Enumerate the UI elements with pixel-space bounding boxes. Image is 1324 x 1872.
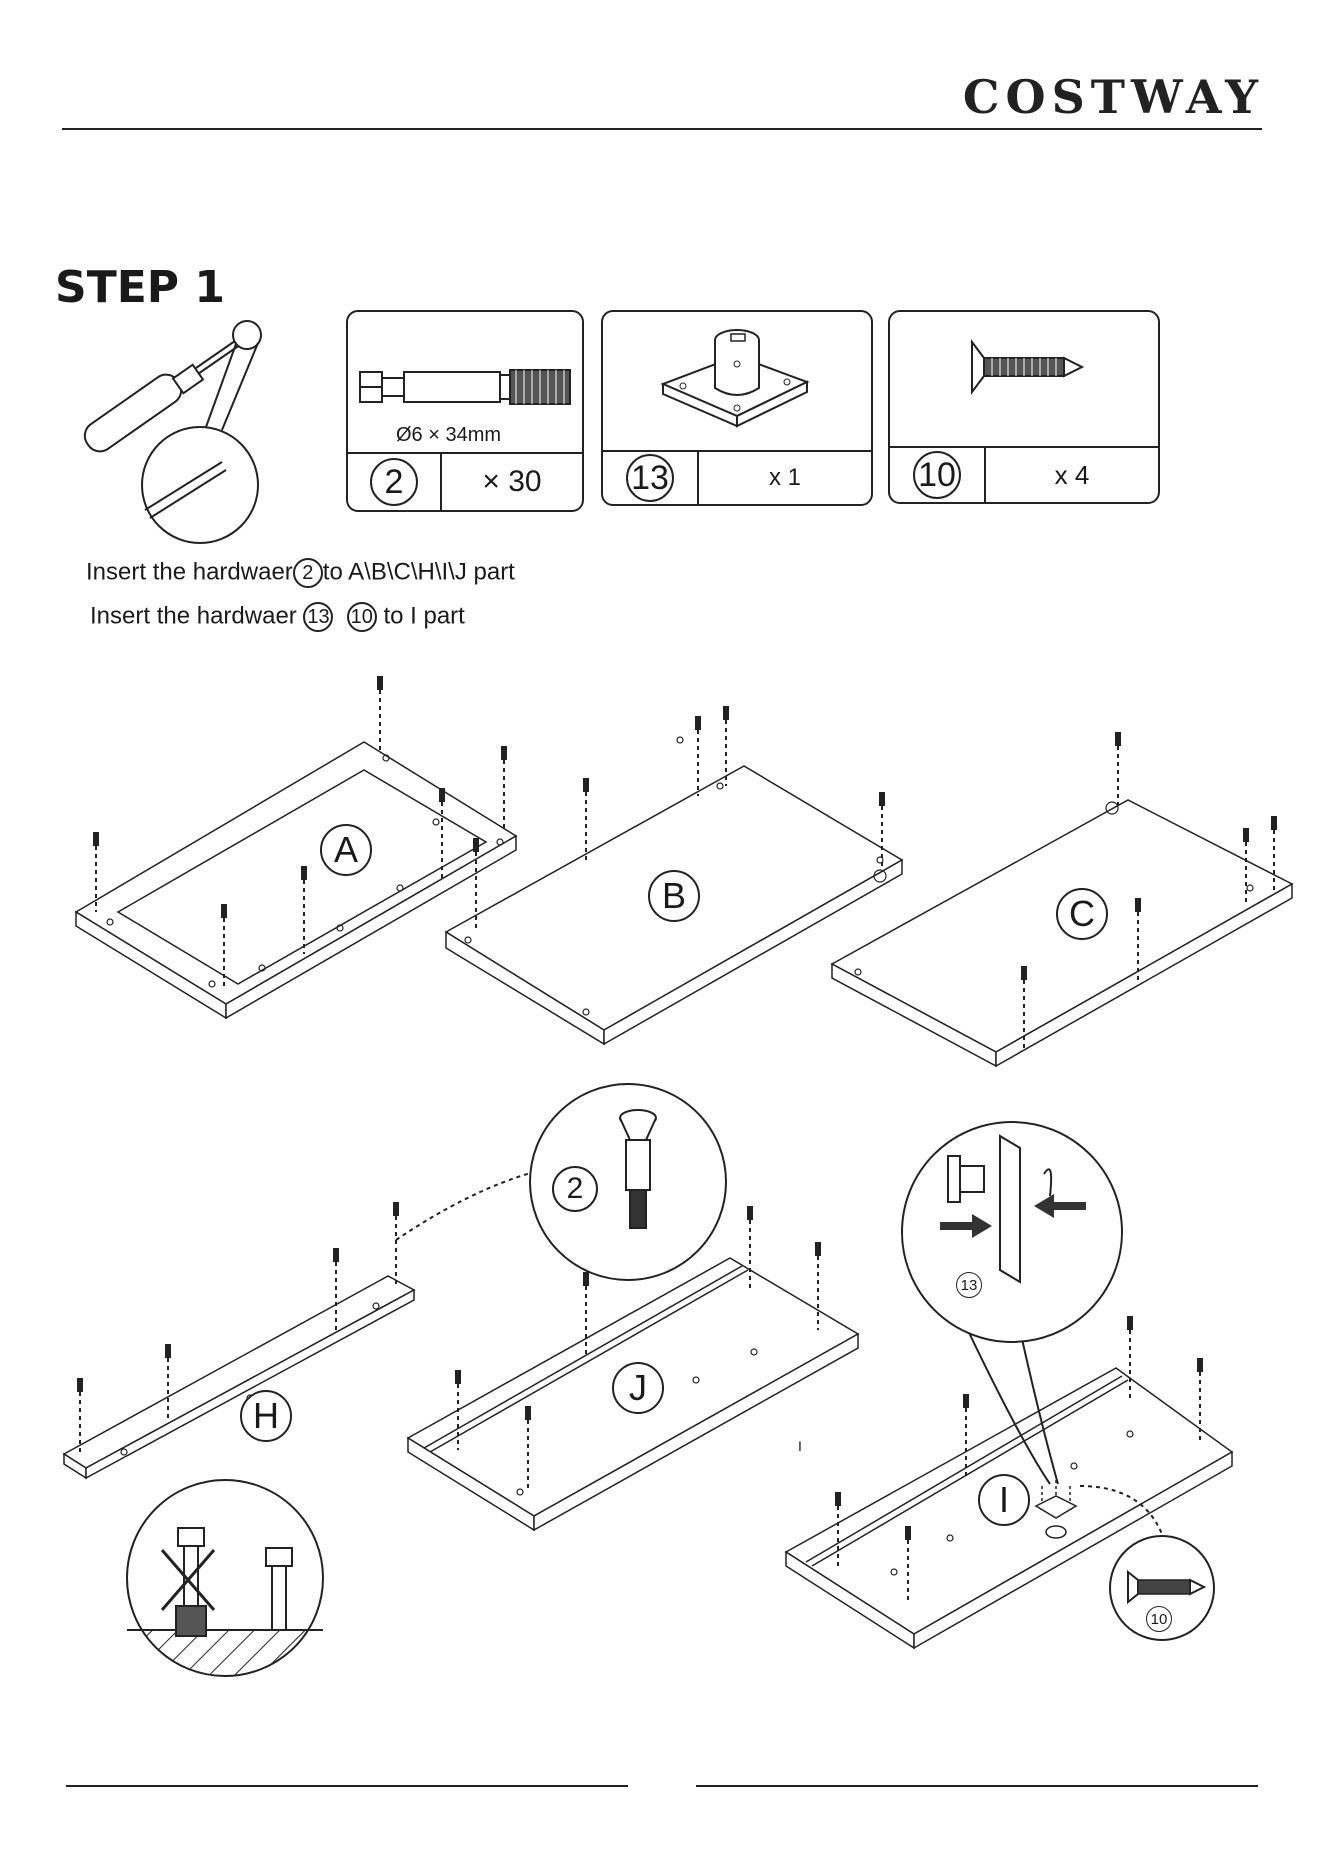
part-label-j: J	[612, 1362, 664, 1414]
part-label-a: A	[320, 824, 372, 876]
part-a-panel	[76, 742, 516, 1018]
part-label-c: C	[1056, 888, 1108, 940]
part-c-panel	[832, 800, 1292, 1066]
stray-mark: I	[798, 1438, 802, 1454]
part-label-b: B	[648, 870, 700, 922]
part-h-panel	[64, 1276, 414, 1478]
detail-link	[396, 1172, 534, 1240]
correct-insertion-callout	[127, 1480, 323, 1690]
part-label-h: H	[240, 1390, 292, 1442]
bracket-detail-number: 13	[956, 1272, 982, 1298]
footer-divider-left	[66, 1785, 628, 1787]
screw-detail-number: 10	[1146, 1606, 1172, 1632]
screwdriver-icon	[79, 321, 261, 543]
bolt-detail-number: 2	[552, 1166, 598, 1212]
footer-divider-right	[696, 1785, 1258, 1787]
part-label-i: I	[978, 1474, 1030, 1526]
